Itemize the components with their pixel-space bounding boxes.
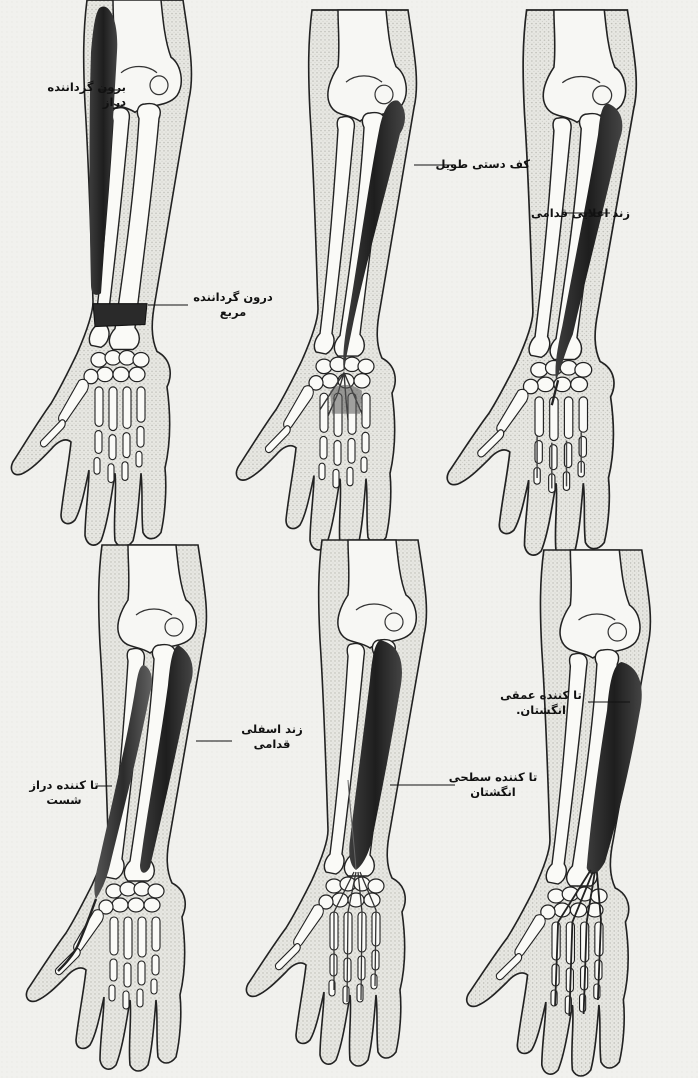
label-flexor-pollicis-longus-line2: شست — [22, 793, 106, 808]
label-flexor-carpi-radialis-line1: زند اعلایی قدامی — [531, 206, 630, 221]
label-flexor-carpi-ulnaris: زند اسفلی قدامی — [232, 722, 312, 752]
label-palmaris-longus-line1: کف دستی طویل — [435, 157, 530, 172]
label-flexor-digitorum-superficialis-line1: تا کننده سطحی — [446, 770, 540, 785]
label-palmaris-longus: کف دستی طویل — [435, 157, 530, 172]
label-supinator-longus-line1: برون گرداننده — [47, 80, 126, 95]
label-flexor-pollicis-longus-line1: تا کننده دراز — [22, 778, 106, 793]
label-pronator-quadratus-line2: مربع — [188, 305, 278, 320]
label-flexor-pollicis-longus: تا کننده دراز شست — [22, 778, 106, 808]
label-pronator-quadratus: درون گرداننده مربع — [188, 290, 278, 320]
label-supinator-longus: برون گرداننده دراز — [47, 80, 126, 110]
label-flexor-digitorum-superficialis-line2: انگشتان — [446, 785, 540, 800]
label-flexor-digitorum-superficialis: تا کننده سطحی انگشتان — [446, 770, 540, 800]
label-flexor-digitorum-profundus-line2: انگشتان. — [494, 703, 588, 718]
label-supinator-longus-line2: دراز — [47, 95, 126, 110]
label-flexor-digitorum-profundus: تا کننده عمقی انگشتان. — [494, 688, 588, 718]
label-flexor-digitorum-profundus-line1: تا کننده عمقی — [494, 688, 588, 703]
label-pronator-quadratus-line1: درون گرداننده — [188, 290, 278, 305]
label-flexor-carpi-ulnaris-line1: زند اسفلی — [232, 722, 312, 737]
label-flexor-carpi-ulnaris-line2: قدامی — [232, 737, 312, 752]
muscle-pronator-quadratus — [93, 304, 147, 327]
label-flexor-carpi-radialis: زند اعلایی قدامی — [531, 206, 630, 221]
